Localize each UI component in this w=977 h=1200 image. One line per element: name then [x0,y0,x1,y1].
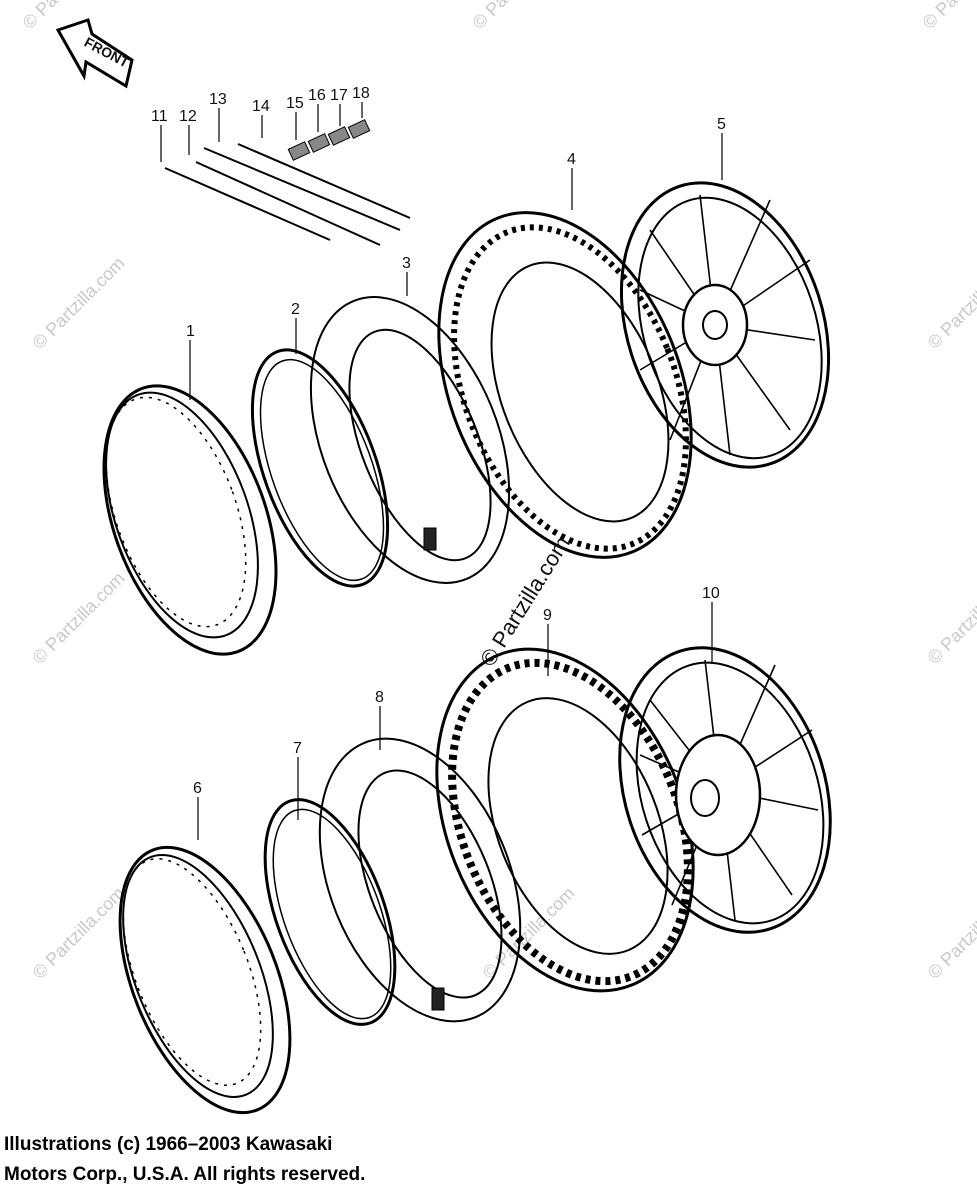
callout-11: 11 [151,108,168,125]
copyright-line-2: Motors Corp., U.S.A. All rights reserved… [4,1164,366,1185]
part-3-tube [309,296,511,584]
callout-6: 6 [193,780,202,797]
callout-12: 12 [179,108,197,125]
watermark-br: © Partzilla.com [924,883,977,983]
copyright-notice: Illustrations (c) 1966–2003 Kawasaki Mot… [4,1130,365,1190]
callout-18: 18 [352,85,370,102]
watermark-ml: © Partzilla.com [29,253,129,353]
part-10-wheel [618,646,832,934]
front-arrow: FRONT [55,18,134,89]
callout-8: 8 [375,689,384,706]
watermark-bl: © Partzilla.com [29,883,129,983]
callout-1: 1 [186,323,195,340]
part-5-wheel [619,181,831,469]
part-2-rim-band [250,348,390,588]
watermark-tc: © Partzilla.com [469,0,569,33]
watermark-tr: © Partzilla.com [919,0,977,33]
part-4-tire [437,211,693,559]
part-9-tire [435,647,695,993]
callout-9: 9 [543,607,552,624]
callout-5: 5 [717,116,726,133]
callout-3: 3 [402,255,411,272]
copyright-line-1: Illustrations (c) 1966–2003 Kawasaki [4,1134,333,1155]
callout-13: 13 [209,91,227,108]
watermark-mr: © Partzilla.com [924,253,977,353]
callout-17: 17 [330,87,348,104]
callout-7: 7 [293,740,302,757]
part-6-rim [118,845,292,1115]
callout-14: 14 [252,98,270,115]
callout-10: 10 [702,585,720,602]
part-8-tube [318,737,522,1023]
watermark-bc: © Partzilla.com [479,883,579,983]
part-7-rim-band [263,798,397,1026]
watermark-ll: © Partzilla.com [29,568,129,668]
callout-15: 15 [286,95,304,112]
part-1-rim [102,384,278,656]
watermark-lr: © Partzilla.com [924,568,977,668]
callout-2: 2 [291,301,300,318]
leader-lines [160,102,723,840]
callout-4: 4 [567,151,576,168]
parts-11-18-spokes [164,119,411,246]
callout-labels: 1 2 3 4 5 6 7 8 9 10 11 12 13 14 15 16 1… [151,85,726,797]
callout-16: 16 [308,87,326,104]
